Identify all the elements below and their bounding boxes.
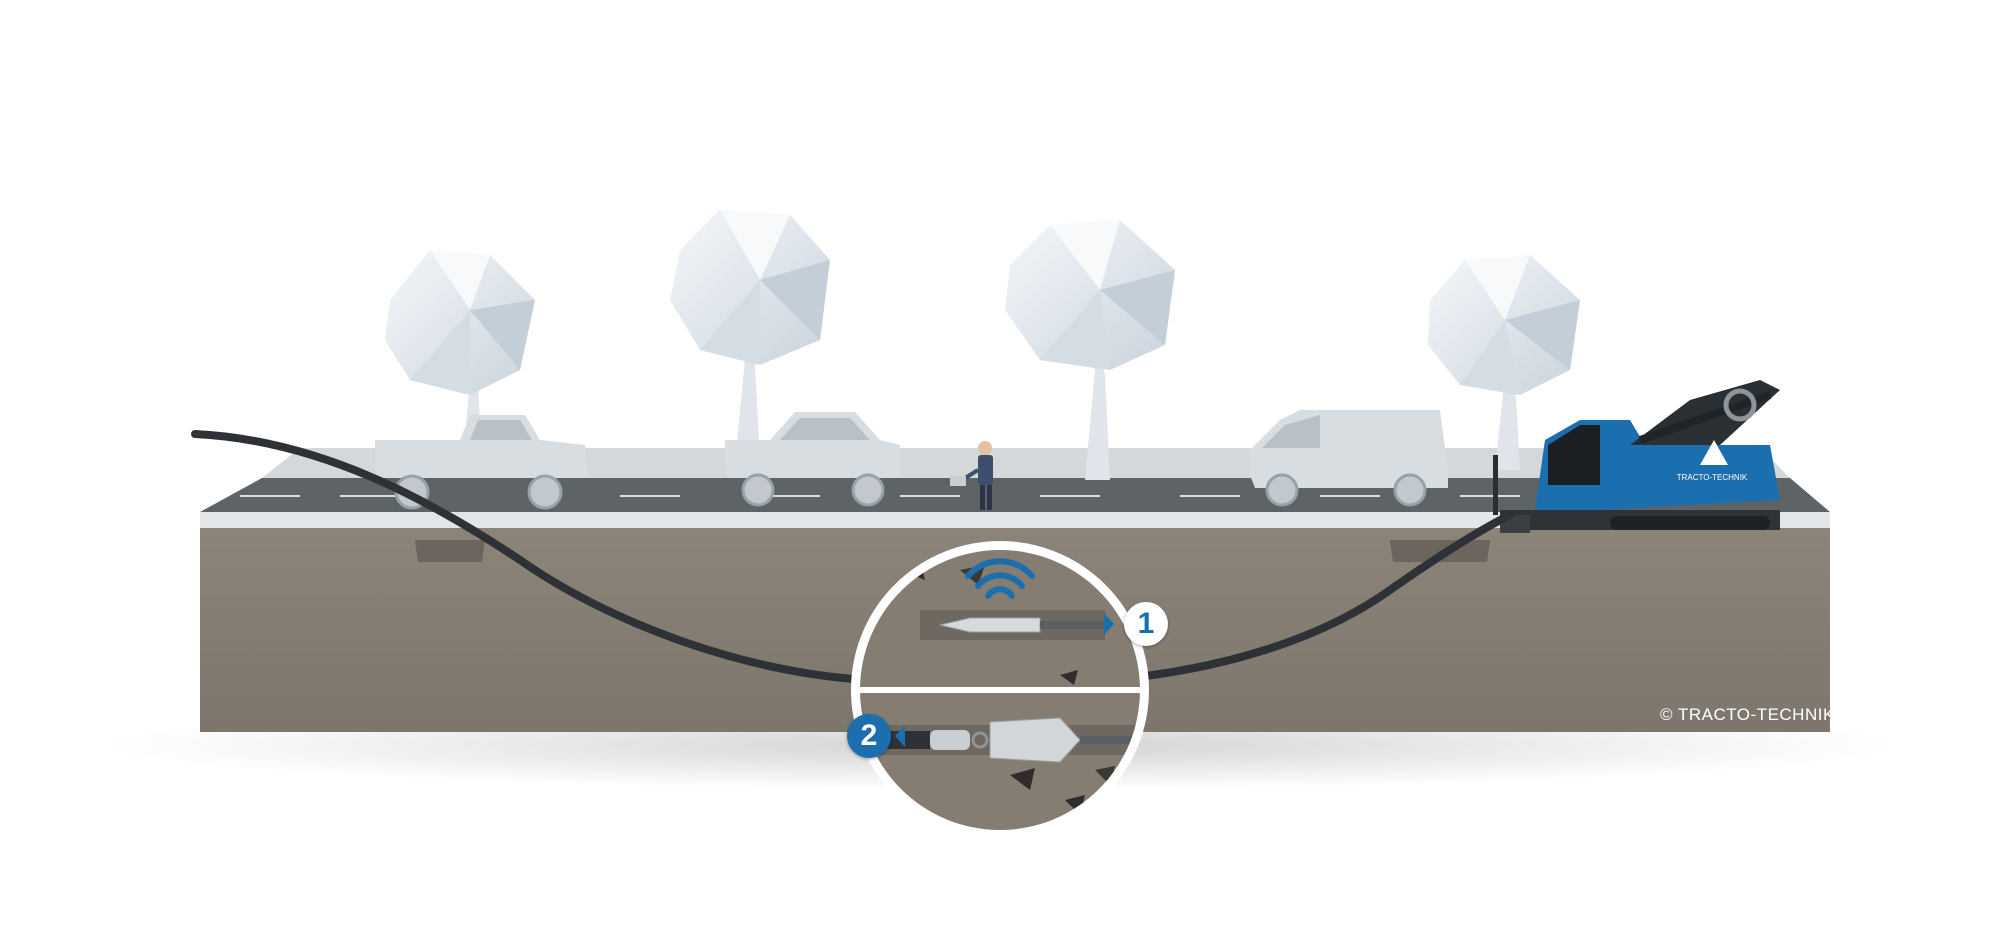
entry-pit (415, 540, 485, 562)
sedan-car (725, 412, 900, 507)
pilot-bore-detail (920, 610, 1105, 640)
rig-logo-text: TRACTO-TECHNIK (1677, 473, 1748, 482)
step-2-badge: 2 (847, 714, 891, 758)
copyright-notice: © TRACTO-TECHNIK (1660, 705, 1835, 724)
backreamer-detail (860, 717, 1140, 763)
drilling-rig: TRACTO-TECHNIK (1493, 380, 1780, 533)
step-2-number: 2 (860, 719, 878, 752)
exit-pit (1390, 540, 1490, 562)
tree-1 (385, 250, 535, 470)
pipe-string (191, 430, 1514, 684)
tree-4 (1428, 255, 1580, 470)
magnifier-lens (851, 541, 1149, 839)
tree-2 (670, 210, 830, 460)
tree-3 (1005, 220, 1175, 480)
step-1-number: 1 (1137, 607, 1155, 640)
step-1-badge: 1 (1124, 602, 1168, 646)
van (1250, 410, 1448, 507)
step-1-arrow-icon (1104, 613, 1114, 635)
step-2-arrow-icon (895, 725, 905, 747)
worker-with-locator (950, 441, 993, 510)
signal-waves-icon (965, 558, 1035, 599)
curb-strip (200, 512, 1830, 528)
